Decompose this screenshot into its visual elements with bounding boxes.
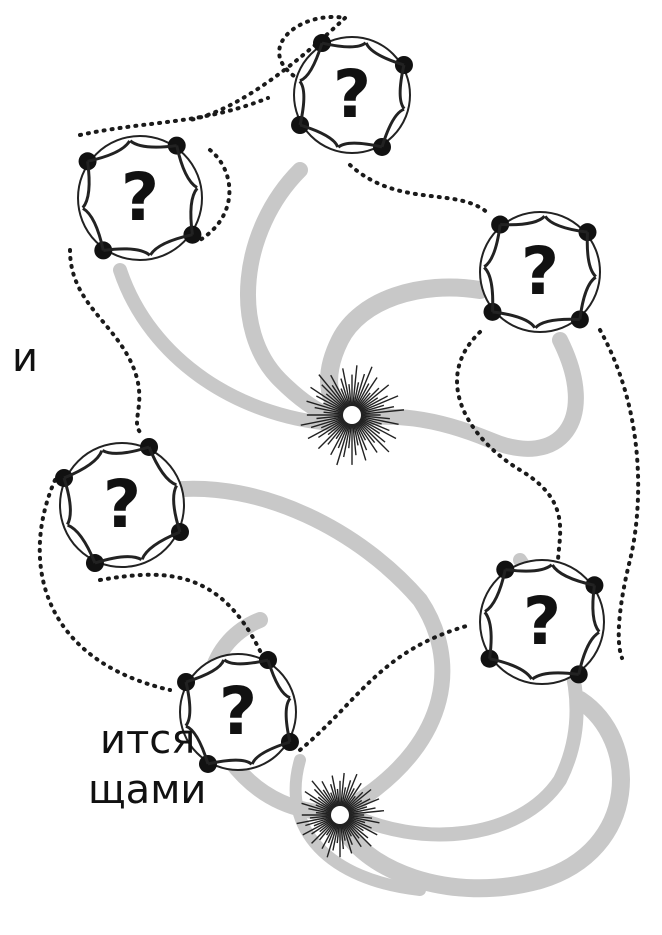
- text-fragment: и: [12, 338, 38, 378]
- dotted-connector: [80, 98, 268, 135]
- question-mark-icon: ?: [219, 673, 257, 750]
- question-mark-icon: ?: [523, 583, 561, 660]
- question-mark-icon: ?: [103, 466, 141, 543]
- question-mark-icon: ?: [521, 233, 559, 310]
- text-fragment: щами: [88, 770, 206, 810]
- text-fragment: ится: [100, 720, 195, 760]
- figure-group: ?: [78, 136, 202, 260]
- question-mark-icon: ?: [333, 56, 371, 133]
- dotted-connector: [350, 165, 490, 215]
- figure-group: ?: [480, 560, 604, 684]
- question-mark-icon: ?: [121, 159, 159, 236]
- dotted-connector: [600, 330, 638, 658]
- figure-group: ?: [480, 212, 600, 332]
- swirl-arm: [360, 340, 576, 449]
- figure-group: ?: [55, 438, 189, 572]
- dotted-connector: [200, 150, 229, 240]
